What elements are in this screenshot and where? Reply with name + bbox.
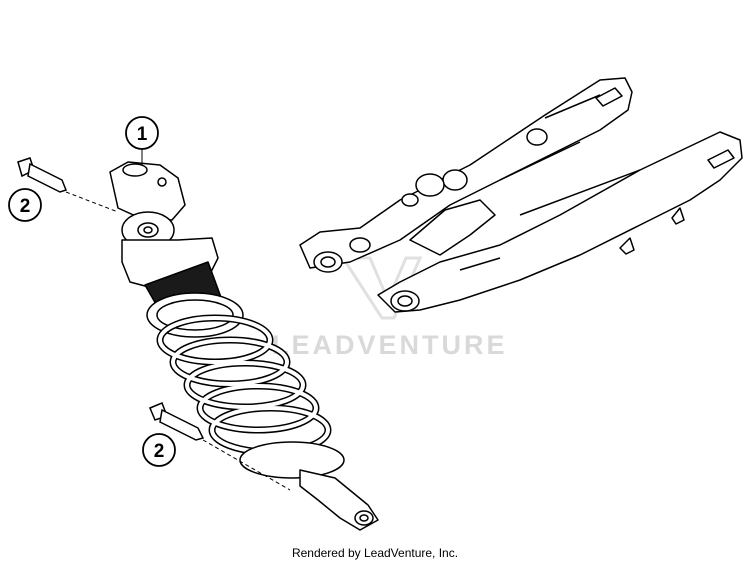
shock-absorber <box>109 161 379 531</box>
callout-2-upper-label: 2 <box>20 196 31 217</box>
callout-2-lower-label: 2 <box>154 441 165 462</box>
watermark: LEADVENTURE <box>272 256 508 360</box>
bolt-upper <box>17 157 119 213</box>
callout-2-lower: 2 <box>142 433 176 467</box>
callout-2-upper: 2 <box>8 188 42 222</box>
watermark-text: LEADVENTURE <box>272 330 508 360</box>
bolt-lower <box>149 402 291 491</box>
callout-1: 1 <box>125 116 159 165</box>
callout-1-label: 1 <box>137 124 148 145</box>
footer-credit: Rendered by LeadVenture, Inc. <box>291 546 459 560</box>
swingarm <box>299 77 743 313</box>
